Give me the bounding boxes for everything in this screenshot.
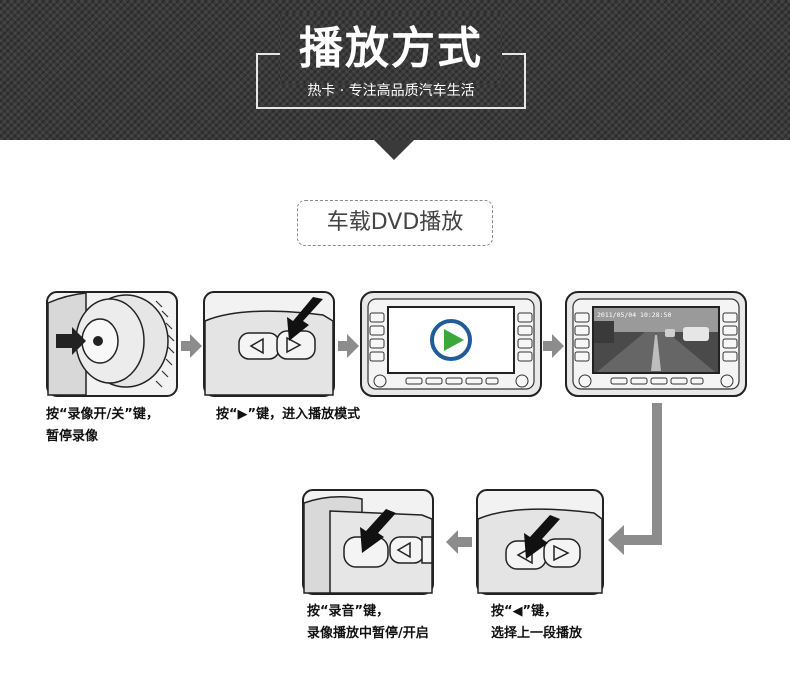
right-arrow-icon [338,334,359,358]
step4-line1: 按“◀”键， [491,604,558,619]
step2-image [203,291,335,397]
step4-line2: 选择上一段播放 [491,626,583,641]
header-notch [374,140,414,160]
down-left-arrow-icon [608,403,662,555]
step3-caption: 按“录音”键， 录像播放中暂停/开启 [307,601,429,645]
left-arrow-icon [446,530,472,554]
step2-caption: 按“▶”键，进入播放模式 [216,404,360,426]
step4-caption: 按“◀”键， 选择上一段播放 [491,601,582,645]
step1-line1: 按“录像开/关”键， [46,407,159,422]
step3-image [360,291,542,397]
video-timestamp: 2011/05/04 10:28:50 [597,311,671,319]
right-arrow-icon [181,334,202,358]
step2-line1: 按“▶”键，进入播放模式 [216,407,361,422]
step1-caption: 按“录像开/关”键， 暂停录像 [46,404,159,448]
step3-line2: 录像播放中暂停/开启 [307,626,429,641]
right-arrow-icon [543,334,564,358]
step4-detail-image [476,489,604,595]
section-label: 车载DVD播放 [297,200,493,246]
step1-line2: 暂停录像 [46,429,99,444]
step3-detail-image [302,489,434,595]
page-subtitle: 热卡 · 专注高品质汽车生活 [307,83,475,99]
step1-image [46,291,178,397]
step3-line1: 按“录音”键， [307,604,390,619]
step4-image: 2011/05/04 10:28:50 [565,291,747,397]
page-title: 播放方式 [280,14,502,84]
